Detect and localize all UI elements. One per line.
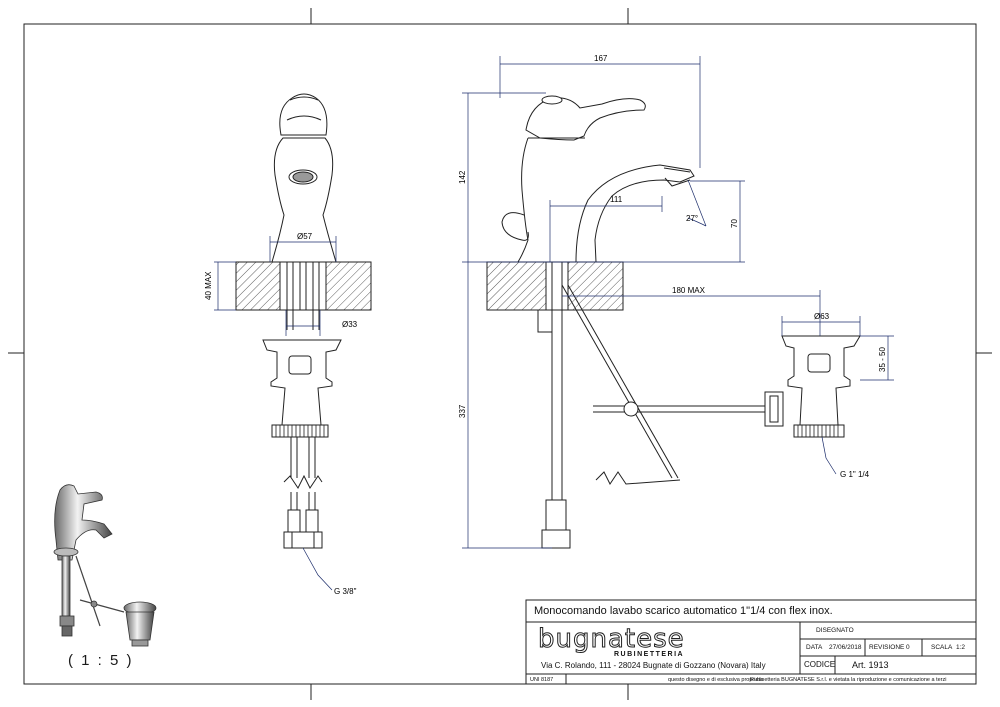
brand-logo: bugnatese [538, 624, 685, 655]
side-view-dimensions [462, 56, 894, 549]
dim-40-max: 40 MAX [204, 271, 213, 300]
dim-111: 111 [610, 195, 623, 204]
dim-35-50: 35 - 50 [878, 347, 887, 372]
frame-ticks [8, 8, 992, 700]
drawing-frame [23, 23, 977, 685]
dim-142: 142 [458, 170, 467, 184]
side-view [486, 95, 861, 549]
codice-label: CODICE [804, 660, 836, 669]
norm-reference: UNI 8187 [530, 677, 554, 683]
revisione-label: REVISIONE [869, 644, 905, 651]
front-view-dimensions [214, 236, 337, 591]
data-label: DATA [806, 644, 823, 651]
legal-notice-2: Rubinetteria BUGNATESE S.r.l. e vietata … [750, 677, 947, 683]
company-address: Via C. Rolando, 111 - 28024 Bugnate di G… [541, 661, 766, 670]
brand-subtitle: RUBINETTERIA [614, 651, 685, 658]
dim-180-max: 180 MAX [672, 286, 706, 295]
product-3d-illustration [53, 484, 157, 647]
scala-label: SCALA [931, 644, 953, 651]
dim-d63: Ø63 [814, 312, 830, 321]
dim-337: 337 [458, 404, 467, 418]
dim-g38: G 3/8" [334, 587, 357, 596]
dim-70: 70 [730, 219, 739, 228]
dim-d57: Ø57 [297, 232, 313, 241]
front-view [235, 93, 372, 549]
dim-g114: G 1" 1/4 [840, 470, 870, 479]
title-block-frame [525, 599, 977, 685]
codice-value: Art. 1913 [852, 660, 889, 670]
dim-27-deg: 27° [686, 214, 698, 223]
scala-value: 1:2 [956, 644, 966, 651]
data-value: 27/06/2018 [829, 644, 862, 651]
dim-167: 167 [594, 54, 608, 63]
legal-notice-1: questo disegno e di esclusiva proprieta [668, 677, 764, 683]
dim-d33: Ø33 [342, 320, 358, 329]
revisione-value: 0 [906, 644, 910, 651]
drawing-title: Monocomando lavabo scarico automatico 1"… [534, 605, 833, 617]
scale-note: ( 1 : 5 ) [68, 652, 134, 669]
disegnato-label: DISEGNATO [816, 627, 854, 634]
